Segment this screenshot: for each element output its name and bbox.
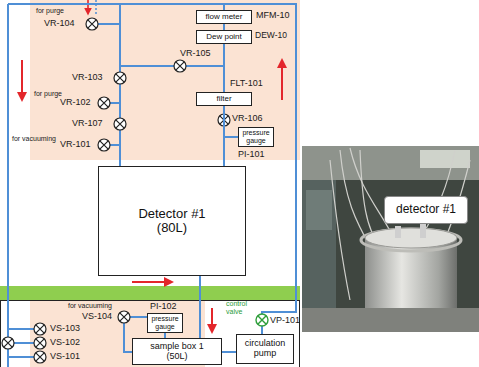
- valve-symbol: [118, 311, 130, 323]
- tag-label: VR-104: [44, 19, 75, 29]
- tag-label: for vacuuming: [68, 302, 112, 310]
- pipe-connector: [223, 106, 225, 166]
- lower-frame: [1, 301, 300, 367]
- tag-label: VR-106: [232, 114, 263, 124]
- tag-label: VR-107: [72, 119, 103, 129]
- flow-arrow: [132, 281, 172, 283]
- photo-flange: [361, 229, 461, 251]
- node-text: pressure gauge: [150, 315, 180, 330]
- pipe: [110, 144, 120, 146]
- valve-symbol: [2, 337, 14, 349]
- photo-cable: [350, 148, 395, 240]
- sample-box: sample box 1 (50L): [132, 338, 222, 365]
- photo-lid: [365, 228, 457, 248]
- filter-box: filter: [196, 92, 252, 106]
- gauge-box: pressure gauge: [238, 127, 274, 147]
- flow-arrow: [87, 0, 89, 14]
- tag-label: VS-101: [50, 352, 80, 362]
- valve-symbol: [34, 351, 46, 363]
- photo-cable: [330, 160, 350, 300]
- flow-arrow: [211, 308, 213, 332]
- node-text: Detector #1 (80L): [132, 207, 212, 236]
- tag-label: MFM-10: [256, 11, 290, 21]
- valve-symbol: [114, 72, 126, 84]
- tag-label: DEW-10: [255, 31, 287, 40]
- pipe: [8, 4, 296, 334]
- instrument-box: Dew point: [196, 30, 252, 44]
- tag-label: VS-102: [50, 338, 80, 348]
- tag-label: control valve: [226, 300, 254, 315]
- tag-label: VR-103: [72, 73, 103, 83]
- tag-label: PI-101: [238, 150, 265, 160]
- node-text: detector #1: [396, 203, 456, 216]
- tag-label: VR-101: [60, 140, 91, 150]
- photo-port: [395, 226, 401, 238]
- tag-label: for purge: [36, 7, 64, 15]
- node-text: sample box 1 (50L): [147, 342, 207, 362]
- valve-symbol: [86, 18, 98, 30]
- pipe: [130, 316, 148, 318]
- pump-box: circulation pump: [236, 334, 294, 364]
- pipe-lines: [8, 4, 296, 367]
- tag-label: FLT-101: [230, 79, 263, 89]
- instrument-box: flow meter: [196, 10, 252, 24]
- lab-photo: [302, 146, 479, 332]
- valve-symbol: [174, 60, 186, 72]
- photo-ground: [302, 146, 479, 332]
- valve-symbol: [34, 323, 46, 335]
- pipe-connector: [223, 44, 225, 92]
- floor-band: [0, 286, 300, 300]
- gauge-box: pressure gauge: [147, 313, 183, 333]
- tag-label: for vacuuming: [12, 135, 56, 143]
- pipe: [124, 323, 132, 352]
- detector-box: Detector #1 (80L): [98, 166, 246, 276]
- tag-label: for purge: [34, 90, 62, 98]
- tag-label: VR-105: [180, 49, 211, 59]
- photo-cable: [420, 150, 455, 240]
- valve-symbol: [98, 139, 110, 151]
- tag-label: PI-102: [150, 302, 177, 312]
- pipe: [7, 4, 9, 367]
- node-text: flow meter: [206, 13, 243, 22]
- pipe: [224, 136, 238, 138]
- node-text: Dew point: [206, 33, 242, 42]
- node-text: filter: [216, 95, 231, 104]
- pipe-connector: [199, 276, 201, 338]
- control-valve-symbol: [256, 314, 268, 326]
- flow-arrow: [281, 60, 283, 100]
- photo-caption: detector #1: [384, 196, 468, 224]
- pipe-connector: [222, 351, 236, 353]
- pipe: [119, 4, 121, 166]
- valve-symbol: [34, 337, 46, 349]
- valve-symbol: [98, 97, 110, 109]
- tag-label: VS-104: [82, 312, 112, 322]
- shaded-zone: [30, 0, 300, 160]
- pipe: [110, 102, 120, 104]
- pipe: [98, 23, 120, 25]
- valve-symbol: [114, 118, 126, 130]
- pipe: [8, 328, 34, 330]
- pipe: [8, 356, 34, 358]
- valve-symbols: [2, 18, 268, 363]
- flow-arrow: [21, 60, 23, 100]
- photo-port: [420, 224, 426, 238]
- pipe: [120, 65, 224, 67]
- node-text: pressure gauge: [241, 129, 271, 144]
- photo-panel: [306, 190, 332, 230]
- node-text: circulation pump: [239, 339, 291, 359]
- tag-label: VP-101: [270, 316, 300, 326]
- tag-label: VS-103: [50, 324, 80, 334]
- pipe: [14, 342, 34, 344]
- photo-table: [302, 308, 479, 332]
- purge-line: [95, 0, 97, 15]
- tag-label: VR-102: [60, 98, 91, 108]
- flow-arrows: [22, 60, 282, 332]
- photo-light: [420, 150, 470, 168]
